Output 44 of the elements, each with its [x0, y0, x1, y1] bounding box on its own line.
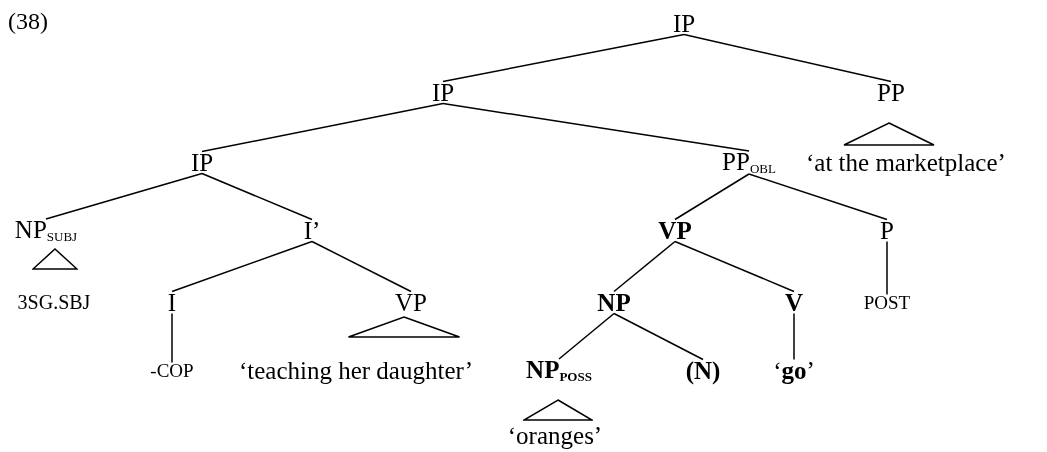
tree-branch [683, 33, 892, 83]
tree-branch [201, 172, 313, 221]
triangle-icon [523, 399, 593, 421]
tree-label: VP [395, 289, 427, 315]
tree-branch [45, 172, 203, 220]
tree-label: ‘at the marketplace’ [806, 149, 1006, 175]
tree-label: NP$_{SUBJ}$ [14, 217, 78, 243]
tree-label: POST [863, 292, 911, 312]
tree-label: IP [190, 149, 214, 175]
tree-label: I [167, 289, 177, 315]
tree-label: -COP [150, 360, 194, 380]
tree-label: (N) [685, 357, 721, 383]
tree-branch [201, 102, 444, 153]
tree-label: I’ [303, 217, 321, 243]
tree-label: ‘oranges’ [507, 422, 603, 448]
tree-branch [886, 240, 888, 296]
tree-label: ‘teaching her daughter’ [238, 357, 474, 383]
tree-branch [613, 240, 676, 293]
tree-branch [171, 312, 173, 364]
tree-label: NP [597, 289, 631, 315]
tree-label: PP$_{OBL}$ [722, 149, 776, 175]
tree-branch [442, 33, 685, 83]
tree-branch [442, 102, 750, 152]
tree-branch [171, 240, 313, 293]
tree-label: ‘go’ [773, 357, 815, 383]
tree-label: NP$_{POSS}$ [526, 357, 592, 383]
triangle-icon [347, 316, 461, 338]
tree-branch [674, 240, 795, 293]
tree-label: IP [431, 79, 455, 105]
tree-branch [793, 312, 795, 361]
tree-branch [748, 173, 888, 221]
tree-branch [311, 240, 412, 293]
triangle-icon [843, 122, 935, 146]
tree-branch [674, 173, 750, 221]
tree-label: VP [658, 217, 692, 243]
tree-label: V [784, 289, 804, 315]
tree-label: 3SG.SBJ [17, 292, 91, 312]
tree-label: PP [877, 79, 905, 105]
tree-label: P [880, 217, 894, 243]
tree-label: IP [672, 10, 696, 36]
example-number: (38) [8, 8, 48, 35]
tree-branch [558, 312, 615, 360]
tree-branch [613, 312, 704, 361]
triangle-icon [32, 248, 78, 270]
